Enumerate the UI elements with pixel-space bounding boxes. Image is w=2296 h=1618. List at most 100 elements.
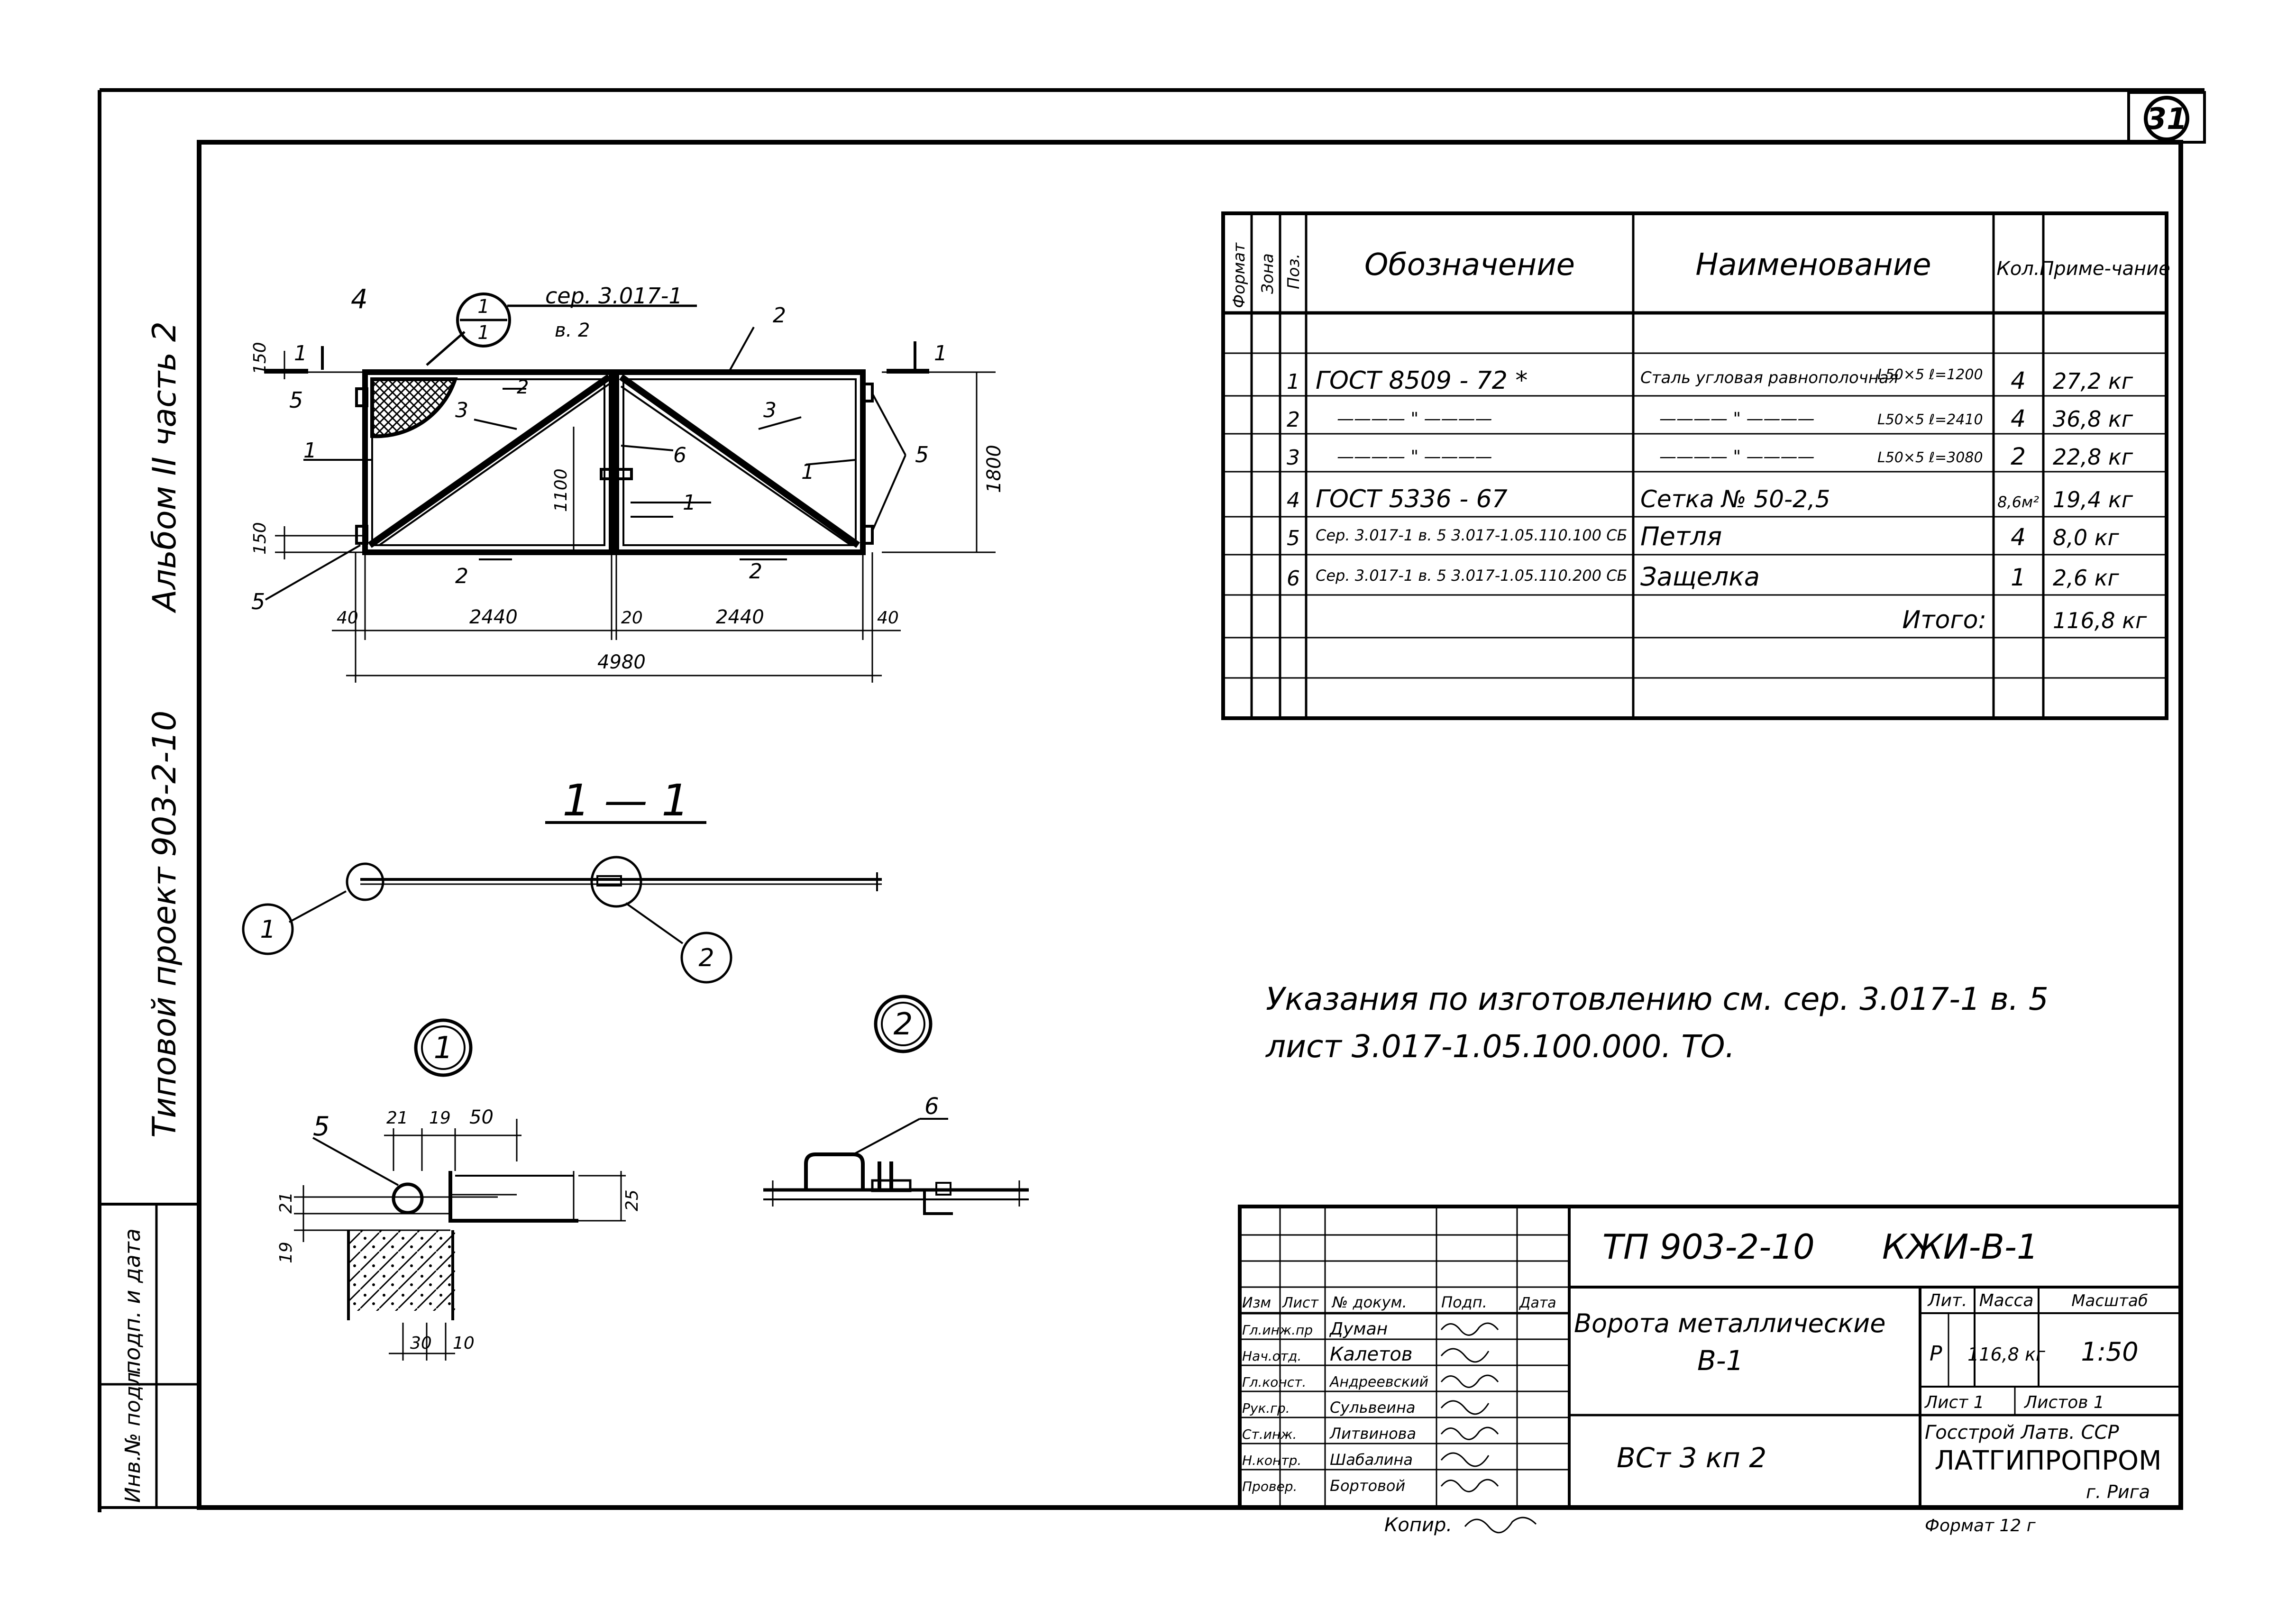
row-2-name: ———— " ————: [1659, 409, 1814, 429]
row-4-name: Сетка № 50-2,5: [1640, 485, 1830, 513]
col-note-header: Приме-чание: [2040, 258, 2170, 280]
pos-2-top-label: 2: [773, 303, 786, 328]
row-6-name: Защелка: [1640, 562, 1760, 592]
staff-name-2: Калетов: [1330, 1344, 1412, 1365]
staff-role-5: Ст.инж.: [1242, 1426, 1297, 1442]
ref-issue: в. 2: [555, 320, 590, 341]
staff-name-3: Андреевский: [1329, 1374, 1428, 1390]
row-3-name: ———— " ————: [1659, 447, 1814, 466]
col-list: Лист: [1282, 1295, 1319, 1311]
staff-role-1: Гл.инж.пр: [1242, 1322, 1313, 1338]
section-detail-1: 1: [260, 915, 275, 944]
drawing-frame: [197, 140, 2183, 1510]
detail-2-pos: 6: [924, 1093, 939, 1120]
staff-role-3: Гл.конст.: [1242, 1374, 1306, 1390]
row-1-note: 27,2 кг: [2053, 368, 2133, 394]
staff-role-2: Нач.отд.: [1242, 1348, 1301, 1364]
section-title: 1 — 1: [562, 775, 689, 826]
row-3-size: L50×5 ℓ=3080: [1877, 449, 1983, 466]
drawing-title: Ворота металлические: [1574, 1308, 1886, 1338]
row-1-name: Сталь угловая равнополочная: [1640, 368, 1898, 387]
section-mark-left: 1: [294, 341, 307, 366]
sheets-label: Листов 1: [2023, 1393, 2104, 1412]
col-name-header: Наименование: [1695, 247, 1931, 283]
col-sign: Подп.: [1441, 1293, 1487, 1311]
row-6-designation: Сер. 3.017-1 в. 5 3.017-1.05.110.200 СБ: [1316, 567, 1627, 585]
instructions-line-2: лист 3.017-1.05.100.000. ТО.: [1265, 1028, 1735, 1065]
total-label: Итого:: [1902, 606, 1986, 634]
detail-1-title: 1: [434, 1031, 453, 1066]
dim-50: 50: [469, 1106, 494, 1128]
staff-name-6: Шабалина: [1330, 1451, 1413, 1469]
row-5-note: 8,0 кг: [2053, 525, 2120, 550]
mass-label: Масса: [1979, 1291, 2034, 1310]
row-4-qty: 8,6м²: [1997, 493, 2039, 511]
row-5-qty: 4: [2011, 523, 2026, 551]
row-2-note: 36,8 кг: [2053, 406, 2133, 432]
col-date: Дата: [1518, 1295, 1556, 1311]
total-value: 116,8 кг: [2053, 608, 2147, 633]
dim-30: 30: [410, 1334, 432, 1353]
section-mark-right: 1: [934, 341, 947, 366]
row-1-qty: 4: [2011, 367, 2026, 394]
dim-25: 25: [622, 1189, 642, 1211]
staff-name-1: Думан: [1329, 1319, 1388, 1339]
pos-3-left-label: 3: [455, 398, 468, 422]
side-inv-label: Инв.№ подл.: [121, 1365, 145, 1503]
mass-value: 116,8 кг: [1967, 1344, 2046, 1365]
project-code: ТП 903-2-10: [1602, 1227, 1815, 1267]
gate-elevation: 4 1 1 сер. 3.017-1 в. 2 2 2 1 1 5 1 3 3 …: [250, 283, 1005, 683]
row-2-designation: ———— " ————: [1337, 409, 1492, 429]
dim-40-right: 40: [877, 608, 899, 628]
row-2-pos: 2: [1287, 408, 1300, 432]
callout-top: 1: [477, 296, 489, 318]
section-1-1: 1 — 1 1 2: [242, 775, 882, 984]
dim-21a: 21: [386, 1108, 408, 1128]
pos-3-right-label: 3: [763, 398, 777, 422]
staff-name-7: Бортовой: [1330, 1477, 1405, 1495]
scale-value: 1:50: [2081, 1337, 2138, 1367]
side-sign-date-label: подп. и дата: [119, 1228, 145, 1375]
row-4-designation: ГОСТ 5336 - 67: [1316, 485, 1508, 513]
dim-40-left: 40: [337, 608, 358, 628]
pos-1-left-label: 1: [303, 439, 317, 463]
row-1-pos: 1: [1287, 370, 1300, 394]
dim-21b: 21: [276, 1192, 296, 1214]
dim-20: 20: [621, 608, 643, 628]
row-1-designation: ГОСТ 8509 - 72 *: [1316, 366, 1528, 395]
row-6-pos: 6: [1287, 567, 1300, 591]
drawing-title-2: В-1: [1697, 1344, 1744, 1377]
dim-19a: 19: [429, 1108, 451, 1128]
staff-role-7: Провер.: [1242, 1479, 1297, 1494]
callout-bottom: 1: [477, 322, 489, 344]
dim-1800: 1800: [983, 445, 1005, 493]
row-3-note: 22,8 кг: [2053, 444, 2133, 470]
row-2-qty: 4: [2011, 405, 2026, 432]
detail-2-title: 2: [894, 1007, 913, 1042]
pos-4-label: 4: [351, 284, 368, 315]
staff-name-5: Литвинова: [1329, 1425, 1416, 1443]
section-detail-2: 2: [698, 944, 714, 972]
sheet-number: 31: [2146, 101, 2187, 136]
pos-1-right-label: 1: [801, 460, 814, 484]
detail-1-pos: 5: [313, 1111, 330, 1142]
row-1-size: L50×5 ℓ=1200: [1877, 366, 1983, 383]
spec-table: Формат Зона Поз. Обозначение Наименовани…: [1221, 211, 2170, 720]
dim-150-bottom: 150: [250, 522, 270, 555]
staff-name-4: Сульвеина: [1330, 1399, 1415, 1417]
pos-2-inner-label: 2: [517, 376, 529, 398]
ref-series: сер. 3.017-1: [545, 283, 683, 309]
row-6-note: 2,6 кг: [2053, 565, 2120, 591]
sheet-label: Лист 1: [1924, 1393, 1985, 1412]
row-6-qty: 1: [2011, 564, 2026, 591]
col-zone-header: Зона: [1258, 253, 1277, 294]
signature-marks: [1440, 1322, 1537, 1534]
pos-1-center-label: 1: [683, 491, 696, 515]
col-format-header: Формат: [1230, 242, 1249, 308]
dim-150-top: 150: [250, 342, 270, 375]
org-line-2: ЛАТГИПРОПРОМ: [1935, 1445, 2162, 1476]
row-5-pos: 5: [1287, 526, 1300, 550]
scale-label: Масштаб: [2071, 1291, 2148, 1310]
dim-2440-right: 2440: [716, 606, 764, 628]
document-code: КЖИ-В-1: [1882, 1227, 2039, 1267]
